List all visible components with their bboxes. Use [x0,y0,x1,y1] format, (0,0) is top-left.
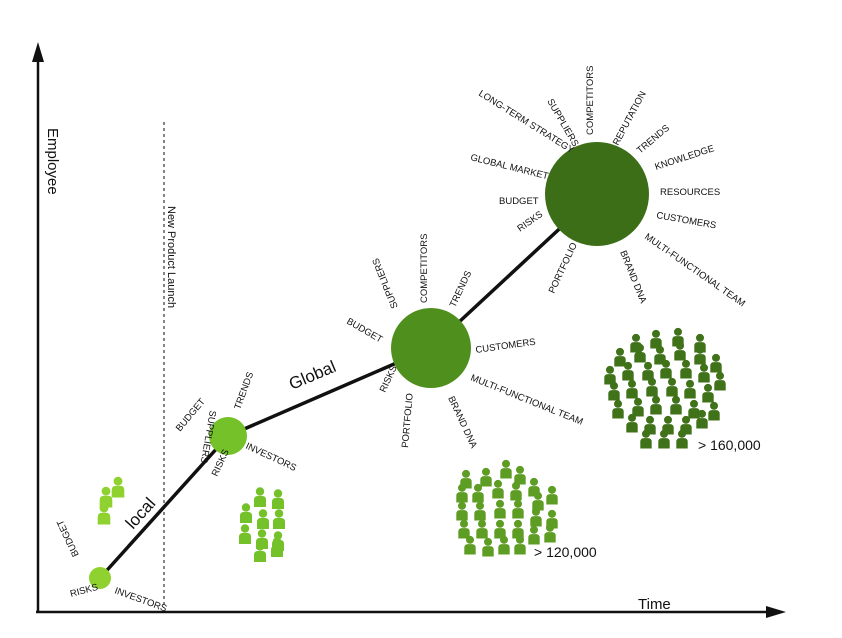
person-icon [626,413,638,433]
y-axis-arrow-icon [32,42,44,62]
person-icon [476,519,488,539]
stage-4-resources: RESOURCES [660,187,720,198]
person-icon [642,361,654,381]
person-icon [514,535,526,555]
person-icon [612,399,624,419]
stage-3-budget: BUDGET [345,316,385,345]
stage-2: BUDGET SUPPLIERS TRENDS RISKS INVESTORS [174,371,298,479]
stage-3-trends: TRENDS [448,269,474,309]
people-group-small [97,476,125,525]
people-count-large: > 160,000 [698,437,761,453]
stage-4-knowledge: KNOWLEDGE [654,143,716,173]
person-icon [666,377,678,397]
person-icon [494,499,506,519]
person-icon [514,465,526,485]
stage-4-global-market: GLOBAL MARKET [469,152,549,182]
person-icon [273,509,285,529]
stage-3-competitors: COMPETITORS [419,234,430,304]
person-icon [254,487,266,507]
axes: Employee Time [32,42,786,618]
person-icon [680,359,692,379]
x-axis-label: Time [638,596,671,613]
person-icon [510,481,522,501]
stage-1-node [89,567,111,589]
person-icon [512,519,524,539]
person-icon [714,371,726,391]
person-icon [626,379,638,399]
people-count-medium: > 120,000 [534,544,597,560]
global-label: Global [286,357,339,394]
person-icon [472,483,484,503]
y-axis-label: Employee [44,128,61,195]
stage-3-brand-dna: BRAND DNA [445,395,479,451]
person-icon [458,519,470,539]
person-icon [614,347,626,367]
person-icon [498,535,510,555]
stage-4-reputation: REPUTATION [611,89,649,147]
stage-4-competitors: COMPETITORS [585,66,596,136]
person-icon [650,329,662,349]
person-icon [111,476,125,498]
person-icon [646,377,658,397]
person-icon [272,489,284,509]
people-group-medium [456,459,558,557]
stage-4-risks: RISKS [515,209,545,234]
person-icon [512,499,524,519]
person-icon [608,381,620,401]
person-icon [528,525,540,545]
stage-3-node [391,308,471,388]
stage-2-node [209,417,247,455]
people-group-large [604,327,726,449]
person-icon [257,509,269,529]
stage-3-portfolio: PORTFOLIO [400,393,416,448]
person-icon [632,397,644,417]
stage-3-customers: CUSTOMERS [475,337,536,356]
person-icon [474,501,486,521]
divider-label: New Product Launch [165,206,177,308]
person-icon [670,395,682,415]
person-icon [240,503,252,523]
stage-3-multi-functional-team: MULTI-FUNCTIONAL TEAM [469,373,585,428]
person-icon [688,399,700,419]
stage-4-brand-dna: BRAND DNA [617,249,648,306]
person-icon [710,353,722,373]
person-icon [546,485,558,505]
stage-4-portfolio: PORTFOLIO [547,241,580,295]
stage-2-investors: INVESTORS [244,441,298,474]
person-icon [464,535,476,555]
stage-2-trends: TRENDS [232,371,256,411]
person-icon [684,379,696,399]
x-axis-arrow-icon [766,606,786,618]
stage-1-budget: BUDGET [55,518,82,559]
local-label: local [122,494,160,533]
person-icon [492,479,504,499]
person-icon [708,401,720,421]
people-group-light [239,487,285,562]
person-icon [500,459,512,479]
stage-1-investors: INVESTORS [113,585,168,614]
person-icon [530,507,542,527]
stage-4-customers: CUSTOMERS [655,210,717,231]
stage-4-budget: BUDGET [499,196,539,207]
stage-4-trends: TRENDS [635,123,672,157]
stage-2-budget: BUDGET [174,396,208,434]
person-icon [604,365,616,385]
person-icon [494,519,506,539]
person-icon [480,467,492,487]
person-icon [698,363,710,383]
stage-3-suppliers: SUPPLIERS [371,256,401,310]
stage-1-risks: RISKS [69,582,99,600]
person-icon [239,524,251,544]
stage-4-multi-functional-team: MULTI-FUNCTIONAL TEAM [642,231,747,309]
stage-3: BUDGET SUPPLIERS COMPETITORS TRENDS CUST… [345,234,585,451]
person-icon [482,537,494,557]
person-icon [650,395,662,415]
person-icon [456,501,468,521]
stage-4-node [545,142,649,246]
person-icon [702,383,714,403]
